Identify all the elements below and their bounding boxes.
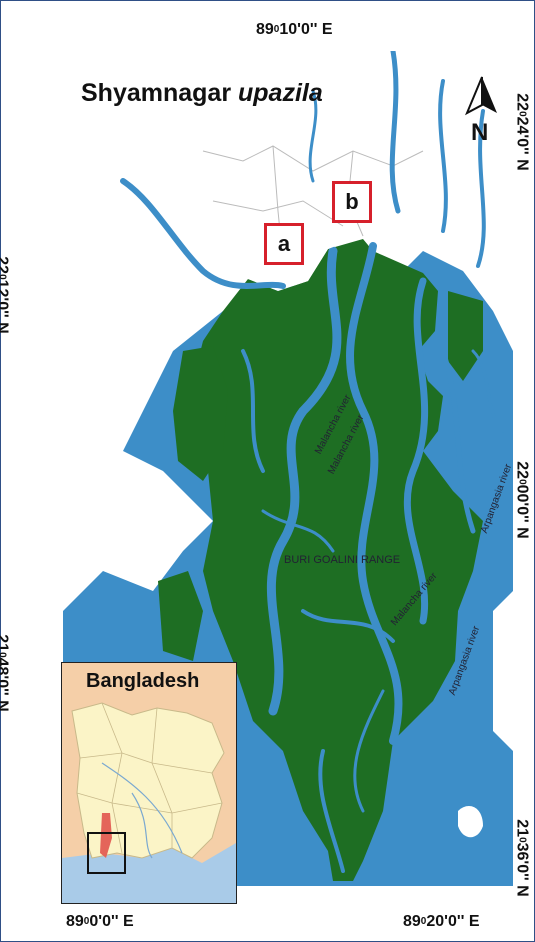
forest-southwest [158, 571, 203, 661]
north-arrow-icon [465, 76, 497, 116]
island-south [458, 806, 483, 838]
inset-sea [62, 843, 236, 903]
latitude-label-right-middle: 22000'0'' N [513, 461, 531, 539]
mainland [153, 51, 513, 291]
island-east [493, 591, 513, 751]
latitude-label-right-top: 22024'0'' N [513, 93, 531, 171]
latitude-label-left-lower: 21048'0'' N [0, 634, 11, 711]
range-label: BURI GOALINI RANGE [284, 554, 401, 566]
site-marker-a: a [264, 223, 304, 265]
inset-rivers [101, 762, 183, 859]
map-title: Shyamnagar upazila [81, 79, 323, 107]
longitude-label-bottom-left: 8900'0'' E [66, 913, 134, 930]
latitude-label-right-bottom: 21036'0'' N [513, 819, 531, 897]
inset-country [71, 702, 225, 859]
north-label: N [471, 119, 489, 146]
river-channels [241, 242, 476, 873]
forest-west [173, 346, 228, 481]
forest-east [448, 291, 483, 381]
inset-extent-box [87, 832, 126, 874]
northern-rivers [120, 51, 505, 433]
bangladesh-inset-map: Bangladesh [61, 662, 237, 904]
latitude-label-left-upper: 22012'0'' N [0, 256, 11, 333]
inset-divisions [76, 702, 223, 854]
site-marker-b: b [332, 181, 372, 223]
forest-area [193, 239, 483, 881]
inset-title: Bangladesh [86, 670, 200, 692]
longitude-label-bottom-right: 89020'0'' E [403, 913, 480, 930]
longitude-label-top: 89010'0'' E [256, 21, 333, 38]
inset-highlight [100, 813, 112, 858]
